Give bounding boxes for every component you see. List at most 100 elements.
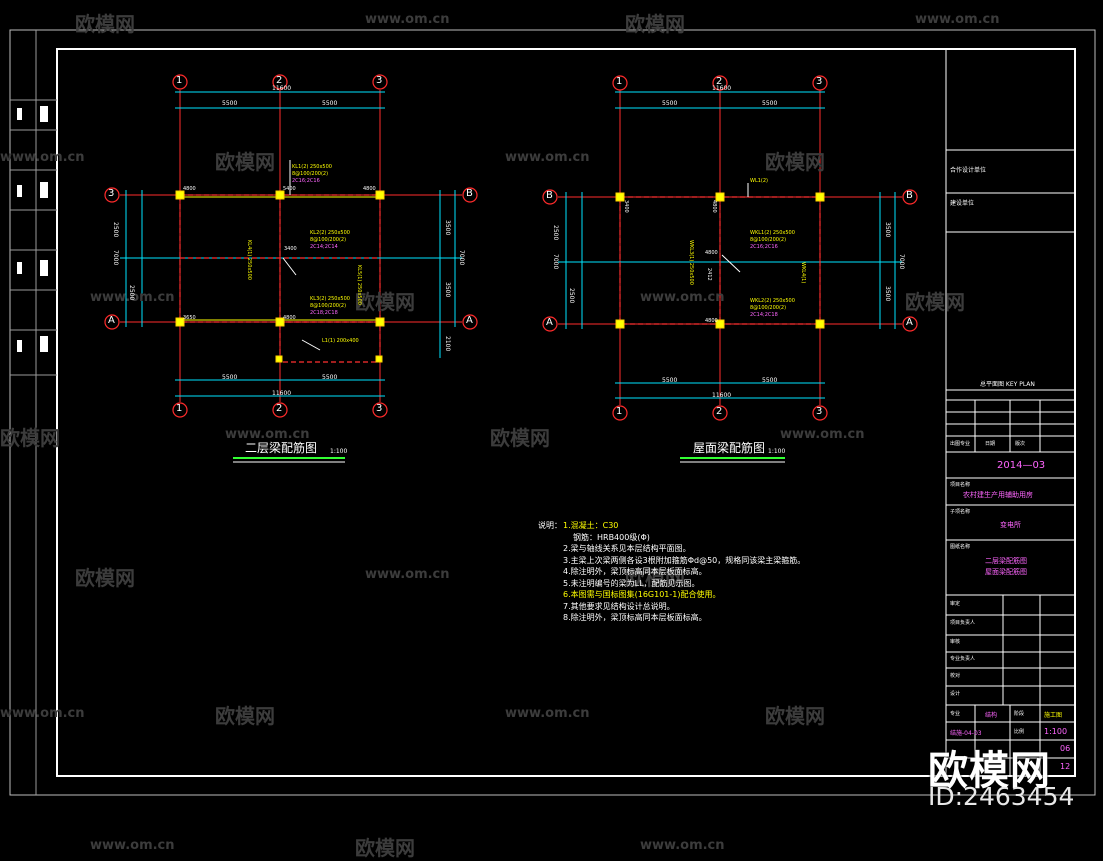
notes-item: 6.本图需与国标图集(16G101-1)配合使用。 <box>563 590 721 599</box>
watermark-cn: 欧模网 <box>215 704 275 728</box>
tb-subproject-label: 子项名称 <box>950 509 971 515</box>
d2-beam-label: WKL3(1) 250x500 <box>688 240 694 285</box>
left-strip-marks <box>17 106 48 352</box>
d2-dim-bottom: 5500 <box>762 377 778 384</box>
notes-item: 2.梁与轴线关系见本层结构平面图。 <box>563 544 691 553</box>
tb-date: 2014—03 <box>997 460 1046 471</box>
d1-dim-right: 3500 <box>444 282 451 298</box>
watermark-cn: 欧模网 <box>765 704 825 728</box>
d1-beam-label: 2C14;2C14 <box>310 244 338 250</box>
tb-bottom-value: 比例 <box>1014 729 1025 735</box>
d1-beam-label: 2C16;2C16 <box>292 178 320 184</box>
d2-axis-label-bottom: 1 <box>616 406 623 417</box>
tb-drawing-name: 屋面梁配筋图 <box>985 568 1027 576</box>
d2-dim-right: 3500 <box>884 222 891 238</box>
d2-col-mark: 3400 <box>623 200 629 213</box>
tb-row-label: 日期 <box>985 441 996 447</box>
watermark-cn: 欧模网 <box>0 426 60 450</box>
d1-columns <box>175 190 385 363</box>
d1-col-mark: 4800 <box>183 186 196 192</box>
d1-title: 二层梁配筋图 <box>245 441 318 455</box>
d2-beam-label: WKL1(2) 250x500 <box>750 230 795 236</box>
d1-beam-label: KL5(1) 250x500 <box>356 265 362 305</box>
d1-axis-label-top: 3 <box>376 75 383 86</box>
d2-dim-total-top: 11600 <box>712 85 732 92</box>
d1-axis-label-top: 1 <box>176 75 183 86</box>
asset-id: ID:2463454 <box>928 782 1075 811</box>
d1-axis-bubbles <box>104 74 478 418</box>
tb-key-plan: 总平面图 KEY PLAN <box>980 381 1035 388</box>
d1-dim-top: 5500 <box>222 100 238 107</box>
notes-item: 8.除注明外，梁顶标高同本层板面标高。 <box>563 613 707 622</box>
d2-axis-label-bottom: 3 <box>816 406 823 417</box>
d1-dim-right: 7000 <box>458 250 465 266</box>
tb-sign-row: 审定 <box>950 601 961 607</box>
tb-row-label: 出图专业 <box>950 441 971 447</box>
d2-dim-bottom: 5500 <box>662 377 678 384</box>
d1-leader-lines <box>282 160 321 351</box>
d2-beam-label: 2C14;2C18 <box>750 312 778 318</box>
d2-beam-label: 2C16;2C16 <box>750 244 778 250</box>
sheet-outer-border <box>9 29 1096 796</box>
d2-axis-bubbles <box>542 75 918 421</box>
d1-axis-label-bottom: 1 <box>176 403 183 414</box>
tb-sign-row: 审核 <box>950 639 961 645</box>
d2-title: 屋面梁配筋图 <box>693 441 766 455</box>
d1-dim-right: 3500 <box>444 220 451 236</box>
tb-sign-row: 项目负责人 <box>950 620 976 626</box>
d1-axis-label-bottom: 2 <box>276 403 283 414</box>
d2-beam-label: WKL4(1) <box>800 262 806 284</box>
d1-dim-left: 2500 <box>128 285 135 301</box>
tb-header-1: 合作设计单位 <box>950 167 987 174</box>
watermark-cn: 欧模网 <box>355 836 415 860</box>
tb-bottom-label: 阶段 <box>1014 711 1025 717</box>
d2-axis-label-top: 2 <box>716 76 723 87</box>
d1-dim-total-bottom: 11600 <box>272 390 292 397</box>
tb-bottom-value: 1:100 <box>1044 727 1068 736</box>
watermark-cn: 欧模网 <box>75 566 135 590</box>
watermark-url: www.om.cn <box>0 706 85 721</box>
d2-axis-label-bottom: 2 <box>716 406 723 417</box>
tb-bottom-label: 施工图 <box>1044 712 1063 719</box>
d2-dim-left: 2500 <box>552 225 559 241</box>
d2-axis-label-side: B <box>906 190 913 201</box>
tb-sheet-total: 12 <box>1060 762 1071 771</box>
tb-drawing-label: 图纸名称 <box>950 544 971 550</box>
d1-axis-label-side: B <box>466 188 473 199</box>
d2-columns <box>615 192 825 329</box>
d1-beam-label: KL3(2) 250x500 <box>310 296 350 302</box>
d2-scale: 1:100 <box>768 448 786 455</box>
d2-beam-label: 8@100/200(2) <box>750 305 787 311</box>
notes-heading: 说明： <box>538 521 562 530</box>
notes-item: 5.未注明编号的梁为LL，配筋见示图。 <box>563 578 700 588</box>
d2-dim-left: 7000 <box>552 254 559 270</box>
watermark-url: www.om.cn <box>365 567 450 582</box>
d1-beam-label: KL4(1) 250x500 <box>246 240 252 280</box>
d2-beam-label: WKL2(2) 250x500 <box>750 298 795 304</box>
watermark-url: www.om.cn <box>915 12 1000 27</box>
d1-beam-label: 2C18;2C18 <box>310 310 338 316</box>
tb-bottom-label: 专业 <box>950 711 961 717</box>
d1-axis-label-bottom: 3 <box>376 403 383 414</box>
watermark-cn: 欧模网 <box>75 12 135 36</box>
d2-col-mark: 4800 <box>705 250 718 256</box>
watermark-url: www.om.cn <box>505 706 590 721</box>
tb-bottom-value: 结施-04-03 <box>950 730 982 737</box>
d2-beam-label: 8@100/200(2) <box>750 237 787 243</box>
notes-item: 1.混凝土：C30 <box>563 521 619 530</box>
d2-col-mark: 4800 <box>705 318 718 324</box>
brand-logo: 欧模网 <box>928 748 1051 794</box>
tb-subproject-name: 变电所 <box>1000 521 1021 529</box>
d1-dim-total-top: 11600 <box>272 85 292 92</box>
watermark-url: www.om.cn <box>640 838 725 853</box>
watermark-url: www.om.cn <box>780 427 865 442</box>
d1-beam-label: L1(1) 200x400 <box>322 338 359 344</box>
tb-row-label: 版次 <box>1015 441 1026 447</box>
d1-beam-label: 8@100/200(2) <box>292 171 329 177</box>
d2-col-mark: 2412 <box>706 268 712 281</box>
tb-project-label: 项目名称 <box>950 482 971 488</box>
d2-axis-label-top: 1 <box>616 76 623 87</box>
d2-dim-right: 3500 <box>884 286 891 302</box>
